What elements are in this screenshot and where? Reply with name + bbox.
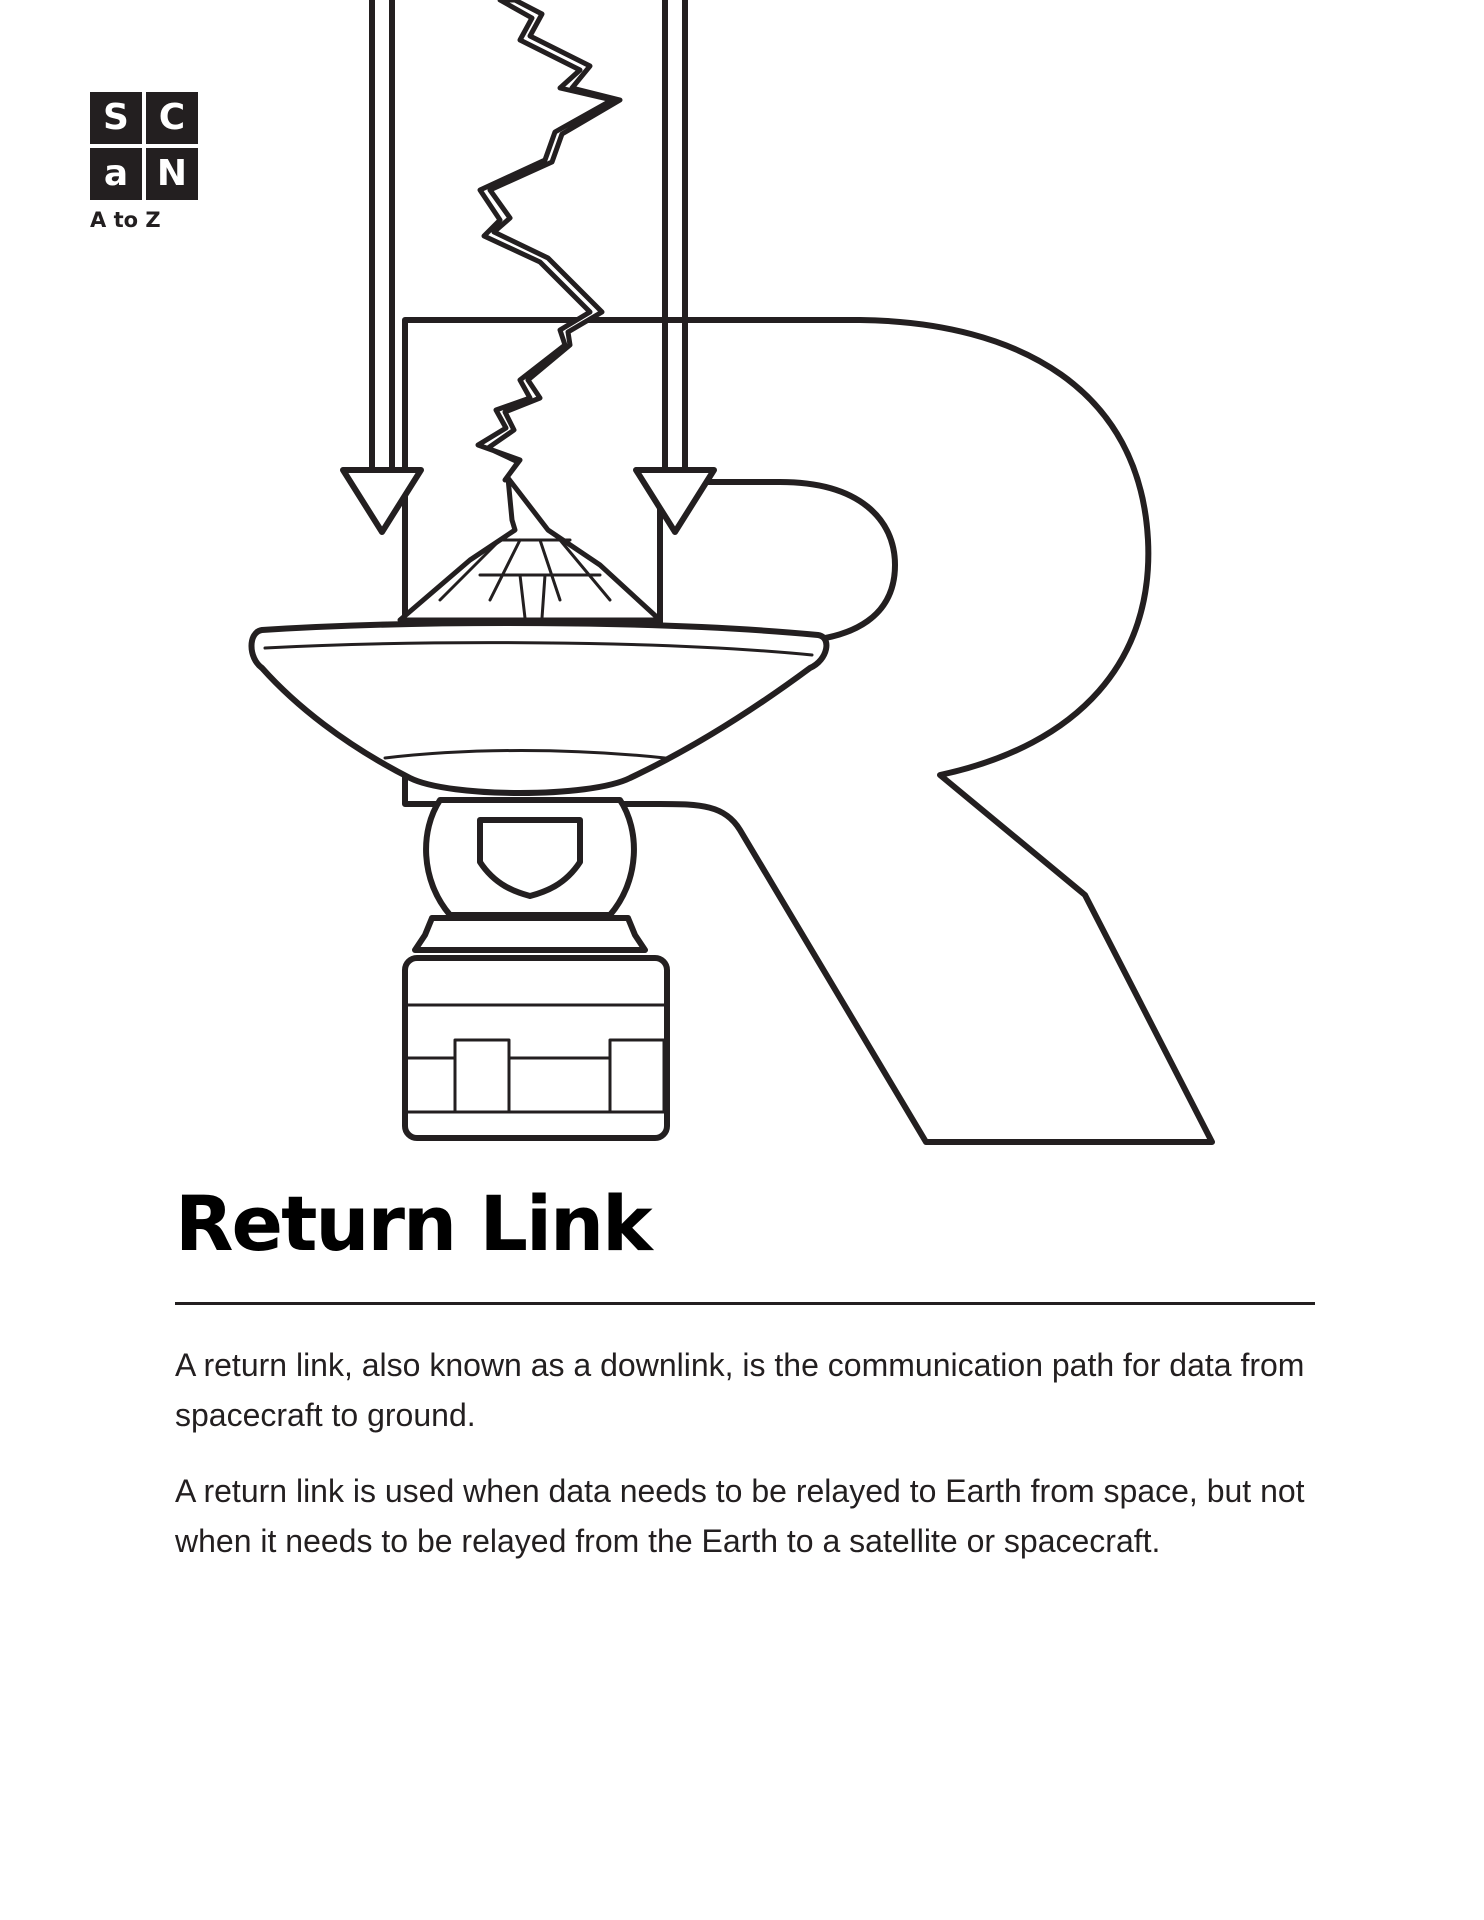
- dish-feed-cone-icon: [397, 475, 663, 623]
- logo-grid: S C a N: [90, 92, 202, 200]
- scan-a-to-z-logo: S C a N A to Z: [90, 92, 202, 232]
- logo-subtitle: A to Z: [90, 208, 161, 232]
- satellite-dish-icon: [248, 620, 830, 796]
- body-paragraph-2: A return link is used when data needs to…: [175, 1473, 1305, 1559]
- down-arrow-right-icon: [633, 0, 717, 535]
- body-paragraph-1: A return link, also known as a downlink,…: [175, 1347, 1305, 1433]
- logo-letter-a: a: [90, 148, 142, 200]
- body-text: A return link, also known as a downlink,…: [175, 1340, 1325, 1592]
- logo-letter-n: N: [146, 148, 198, 200]
- down-arrow-left-icon: [340, 0, 424, 535]
- page-title: Return Link: [175, 1179, 653, 1268]
- logo-letter-s: S: [90, 92, 142, 144]
- lightning-signal-icon: [475, 0, 623, 483]
- antenna-mount-icon: [423, 797, 637, 918]
- antenna-pedestal-icon: [402, 915, 670, 1141]
- return-link-illustration: [248, 0, 1215, 1145]
- title-divider: [175, 1302, 1315, 1305]
- logo-letter-c: C: [146, 92, 198, 144]
